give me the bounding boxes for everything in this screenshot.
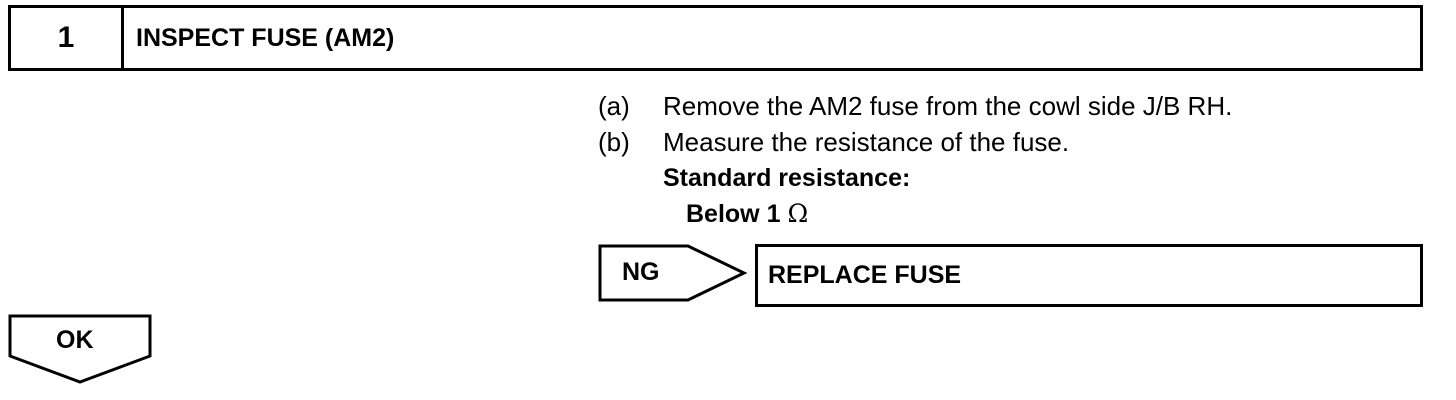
step-header: 1 INSPECT FUSE (AM2) <box>8 5 1423 71</box>
instruction-a-label: (a) <box>598 91 630 121</box>
ng-label: NG <box>622 258 660 286</box>
standard-resistance-value: Below 1 Ω <box>598 196 1232 232</box>
ng-branch-tag: NG <box>598 244 748 302</box>
ng-arrow-shape <box>598 244 748 302</box>
step-number: 1 <box>11 8 124 68</box>
instruction-a-text: Remove the AM2 fuse from the cowl side J… <box>663 91 1233 121</box>
ok-down-arrow-shape <box>8 314 152 384</box>
step-title: INSPECT FUSE (AM2) <box>136 23 395 52</box>
instruction-b-text: Measure the resistance of the fuse. <box>663 127 1070 157</box>
standard-value-number: Below 1 <box>686 200 781 228</box>
instruction-b-label: (b) <box>598 127 630 157</box>
ohm-unit: Ω <box>787 199 809 228</box>
instruction-b: (b) Measure the resistance of the fuse. <box>598 124 1232 160</box>
instructions: (a) Remove the AM2 fuse from the cowl si… <box>598 88 1232 232</box>
ok-label: OK <box>56 326 94 354</box>
instruction-a: (a) Remove the AM2 fuse from the cowl si… <box>598 88 1232 124</box>
ng-result-box: REPLACE FUSE <box>755 244 1423 307</box>
ok-branch-tag: OK <box>8 314 154 384</box>
standard-resistance-label: Standard resistance: <box>663 164 911 192</box>
